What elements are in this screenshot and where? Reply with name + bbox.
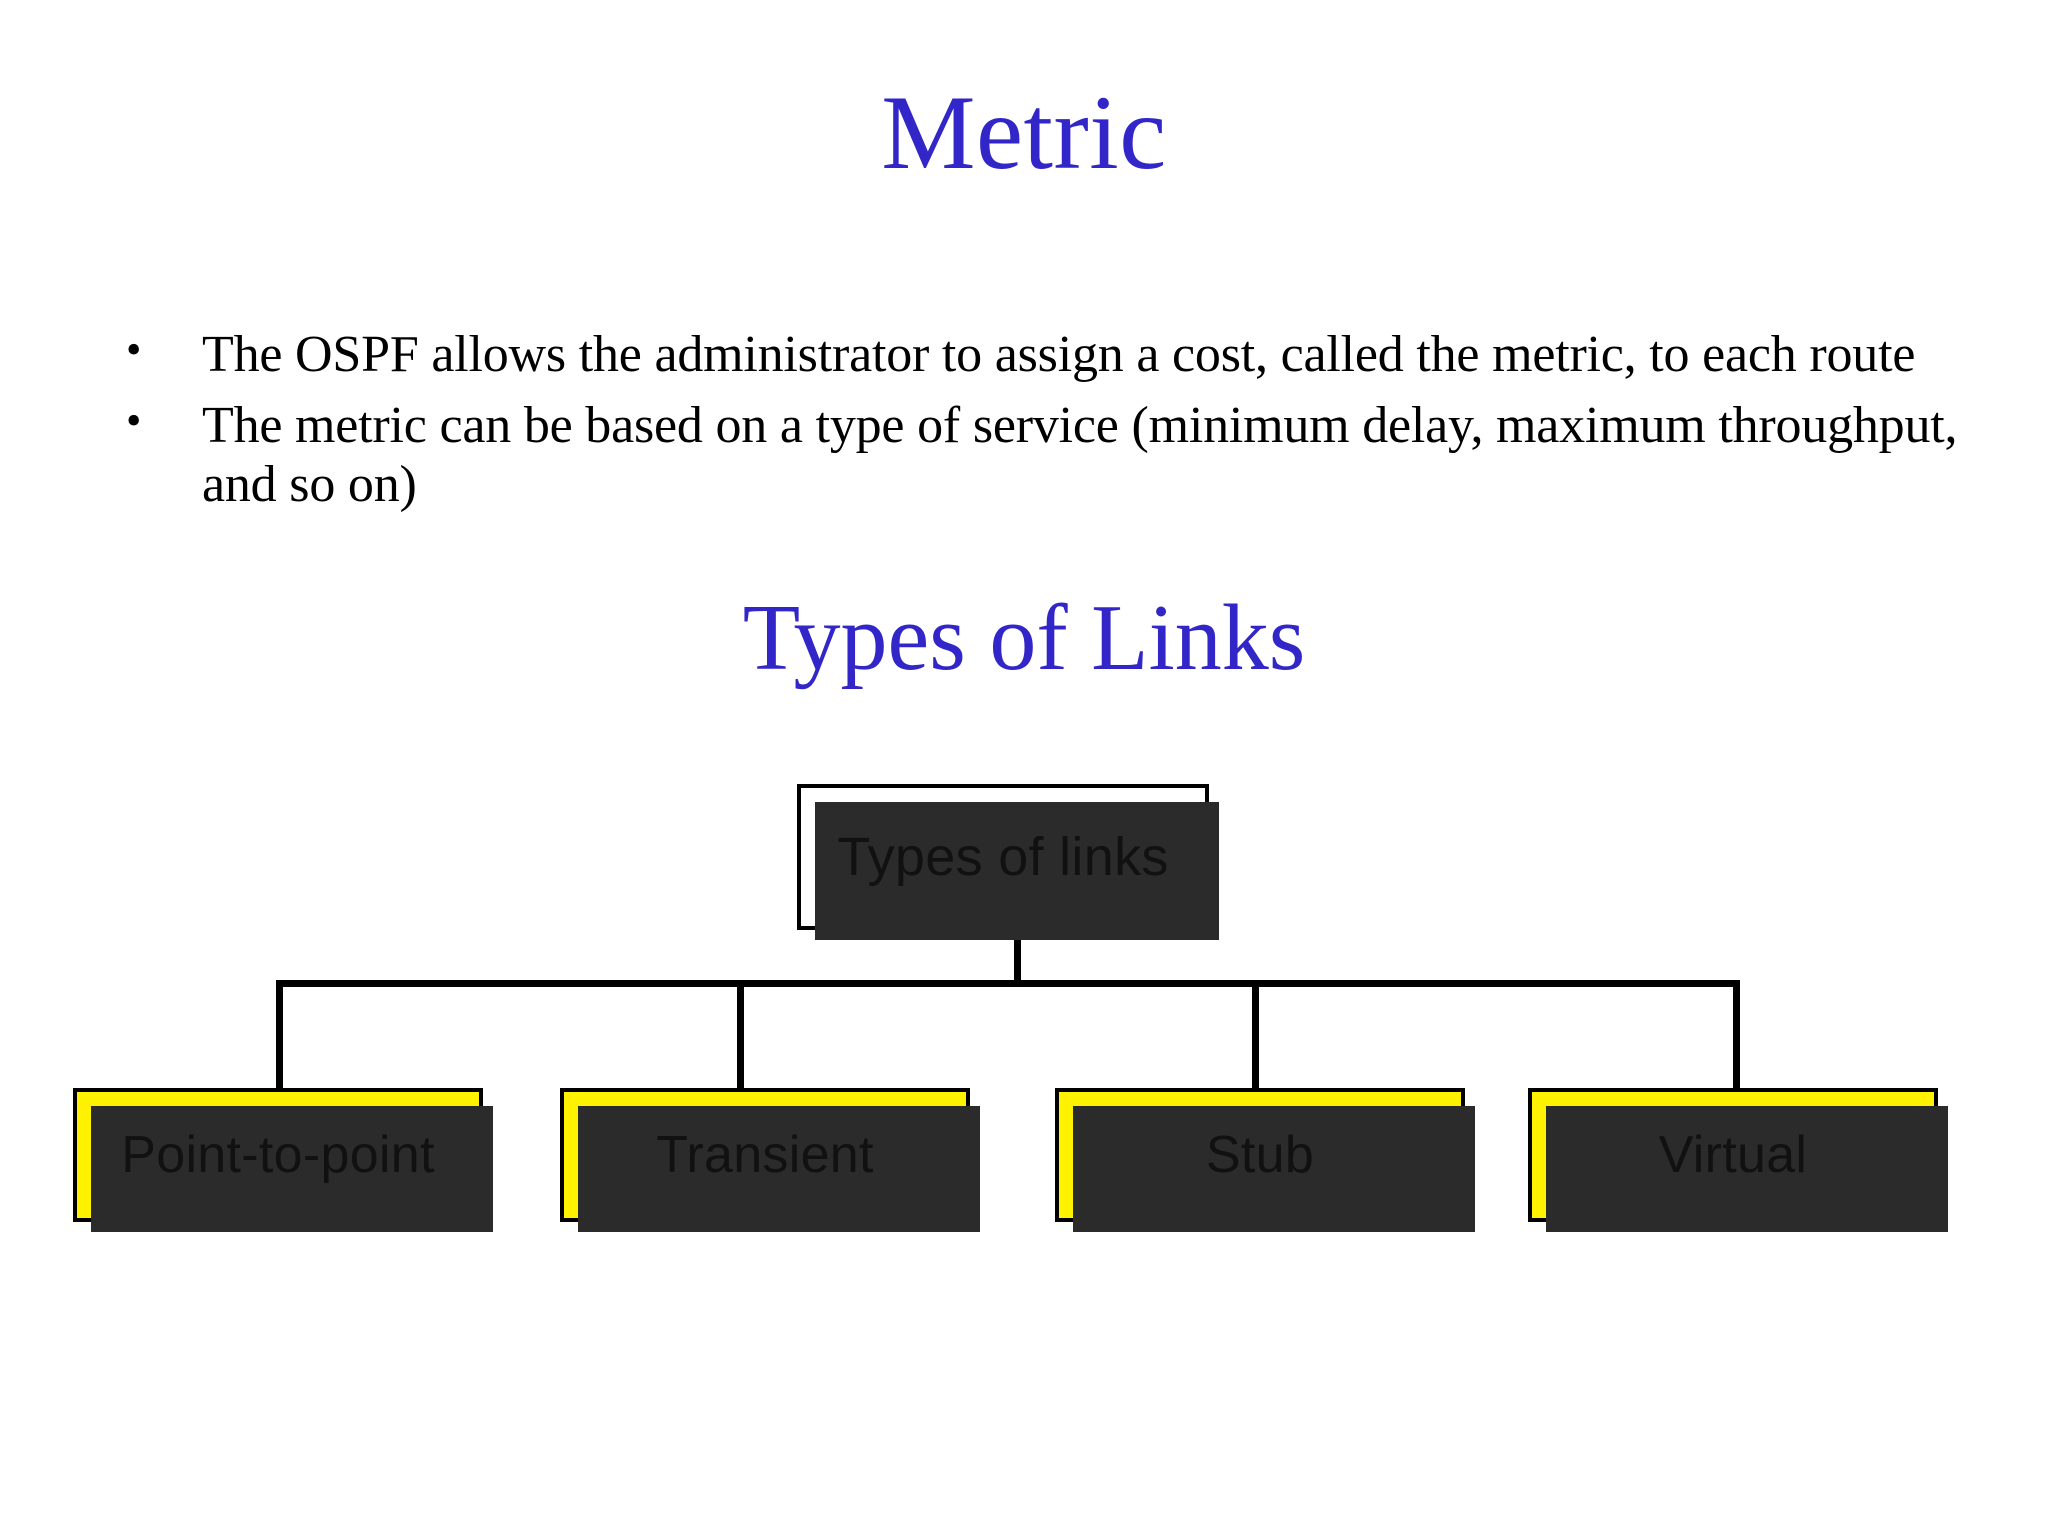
diagram-node-label: Point-to-point [121, 1126, 435, 1184]
page-title: Metric [881, 74, 1167, 191]
list-item-text: The OSPF allows the administrator to ass… [202, 326, 1916, 383]
connector-drop-transient [737, 984, 744, 1092]
list-item: • The OSPF allows the administrator to a… [104, 325, 1984, 385]
diagram-node-transient: Transient [560, 1088, 980, 1232]
diagram-node-label: Transient [656, 1126, 874, 1184]
connector-drop-point-to-point [276, 984, 283, 1092]
diagram-node-virtual: Virtual [1528, 1088, 1948, 1232]
list-item: • The metric can be based on a type of s… [104, 395, 1984, 515]
diagram-node-label: Stub [1205, 1126, 1315, 1184]
connector-drop-stub [1252, 984, 1259, 1092]
diagram-node-stub: Stub [1055, 1088, 1475, 1232]
section-heading: Types of Links [742, 586, 1306, 690]
diagram-node-point-to-point: Point-to-point [73, 1088, 493, 1232]
connector-root-stem [1014, 930, 1021, 986]
bullet-dot-icon: • [126, 325, 142, 374]
diagram-node-root: Types of links [797, 784, 1219, 940]
diagram-node-label: Virtual [1658, 1126, 1808, 1184]
diagram-node-label: Types of links [837, 827, 1169, 887]
bullet-dot-icon: • [126, 395, 142, 445]
connector-horizontal-bus [276, 980, 1740, 987]
list-item-text: The metric can be based on a type of ser… [202, 396, 1958, 513]
connector-drop-virtual [1733, 984, 1740, 1092]
bullet-list: • The OSPF allows the administrator to a… [104, 325, 1984, 526]
